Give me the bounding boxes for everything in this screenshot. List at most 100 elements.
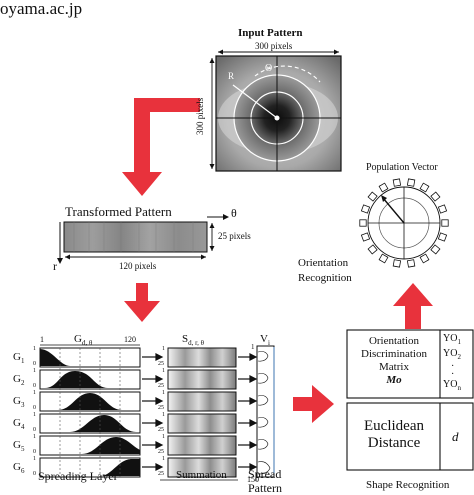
- summation-layer: [160, 347, 238, 481]
- unit-square: [437, 204, 448, 214]
- output-item: YOn: [443, 379, 461, 392]
- radius-line: [232, 84, 278, 119]
- unit-square: [406, 259, 416, 268]
- euclidean-label: Euclidean Distance: [349, 418, 439, 452]
- g-row-top-tick: 1: [33, 456, 36, 462]
- g-row-label: G3: [13, 395, 25, 410]
- summation-row-bottom: 25: [158, 361, 164, 367]
- input-pattern-title: Input Pattern: [238, 27, 303, 39]
- unit-square: [392, 178, 402, 187]
- unit-square: [378, 182, 389, 193]
- summation-row-top: 1: [162, 346, 165, 352]
- g-row-top-tick: 1: [33, 434, 36, 440]
- s-header-symbol: S: [182, 333, 189, 345]
- up-arrow: [393, 283, 433, 329]
- g-row-label: G2: [13, 373, 25, 388]
- matrix-line1: Orientation: [368, 335, 420, 347]
- g-row-bottom-tick: 0: [33, 471, 36, 477]
- summation-row-top: 1: [162, 412, 165, 418]
- output-ellipsis: ··: [451, 361, 455, 380]
- arrowhead: [223, 214, 229, 220]
- g-row-bottom-tick: 0: [33, 449, 36, 455]
- spread-label-line1: Spread: [248, 467, 282, 481]
- summation-row: [167, 369, 237, 390]
- orientation-matrix-box: [346, 329, 474, 399]
- gaussian-row: [39, 347, 141, 368]
- shape-recognition-label: Shape Recognition: [366, 479, 450, 491]
- radius-symbol: R: [228, 71, 235, 81]
- matrix-label: Orientation Discrimination Matrix Mo: [349, 335, 439, 387]
- unit-square: [367, 191, 378, 202]
- arrowhead: [57, 258, 63, 264]
- gaussian-row: [39, 369, 141, 390]
- g-row-top-tick: 1: [33, 368, 36, 374]
- matrix-line2: Discrimination: [361, 348, 427, 360]
- g-row-label: G5: [13, 439, 25, 454]
- g-header: Gd, θ: [74, 334, 92, 347]
- summation-row-top: 1: [162, 390, 165, 396]
- summation-row-bottom: 25: [158, 427, 164, 433]
- arrowhead: [381, 195, 387, 202]
- unit-square: [419, 182, 430, 193]
- unit-square: [367, 244, 378, 255]
- g-header-subscript: d, θ: [81, 339, 93, 348]
- unit-square: [378, 253, 389, 264]
- matrix-symbol: Mo: [386, 374, 402, 386]
- summation-row: [167, 347, 237, 368]
- summation-row-bottom: 25: [158, 383, 164, 389]
- transformed-pattern-title: Transformed Pattern: [65, 204, 172, 219]
- summation-row-bottom: 25: [158, 405, 164, 411]
- r-label: r: [53, 259, 57, 273]
- connector-arrows: [238, 353, 258, 471]
- d-symbol: d: [452, 429, 459, 444]
- right-arrow: [293, 385, 334, 423]
- header-fragment: oyama.ac.jp: [0, 0, 83, 18]
- unit-square: [359, 219, 367, 227]
- angle-symbol: Θ: [265, 63, 273, 74]
- elbow-arrow: [122, 98, 200, 196]
- summation-row-top: 1: [162, 434, 165, 440]
- spread-axis-top: 1: [251, 343, 255, 351]
- unit-square: [406, 178, 416, 187]
- population-vector-title: Population Vector: [366, 162, 438, 173]
- gaussian-row: [39, 391, 141, 412]
- unit-square: [360, 204, 371, 214]
- spreading-layer: [39, 344, 141, 478]
- summation-row: [167, 413, 237, 434]
- connector-arrows: [142, 353, 164, 471]
- angle-arc: [254, 65, 321, 83]
- summation-label: Summation: [176, 469, 227, 481]
- unit-square: [430, 244, 441, 255]
- output-list: YO1 YO2 ·· YOn: [443, 333, 473, 394]
- input-height-label: 300 pixels: [195, 97, 205, 135]
- unit-square: [360, 232, 371, 242]
- euclidean-line2: Distance: [367, 435, 421, 451]
- transformed-pattern: [57, 214, 229, 264]
- g-row-label: G4: [13, 417, 25, 432]
- v-header-symbol: V: [260, 333, 268, 345]
- unit-square: [419, 253, 430, 264]
- summation-row-bottom: 25: [158, 471, 164, 477]
- g-row-bottom-tick: 0: [33, 427, 36, 433]
- summation-row-top: 1: [162, 456, 165, 462]
- g-row-top-tick: 1: [33, 346, 36, 352]
- down-arrow: [124, 283, 160, 322]
- euclidean-line1: Euclidean: [364, 418, 424, 434]
- g-row-top-tick: 1: [33, 390, 36, 396]
- transformed-width-label: 120 pixels: [119, 261, 157, 271]
- g-header-symbol: G: [74, 333, 82, 345]
- input-pattern: [209, 49, 342, 172]
- euclidean-box: [346, 402, 474, 471]
- output-item: YO1: [443, 333, 461, 346]
- axis-right-label: 120: [124, 335, 136, 344]
- g-row-bottom-tick: 0: [33, 405, 36, 411]
- s-header-subscript: d, r, θ: [188, 339, 205, 348]
- gaussian-row: [39, 413, 141, 434]
- gaussian-row: [39, 435, 141, 456]
- spread-pattern: [256, 345, 275, 478]
- population-vector: [359, 178, 449, 268]
- summation-row-bottom: 25: [158, 449, 164, 455]
- spread-label-line2: Pattern: [248, 481, 282, 495]
- pupil-center: [274, 115, 280, 121]
- transformed-height-label: 25 pixels: [218, 231, 251, 241]
